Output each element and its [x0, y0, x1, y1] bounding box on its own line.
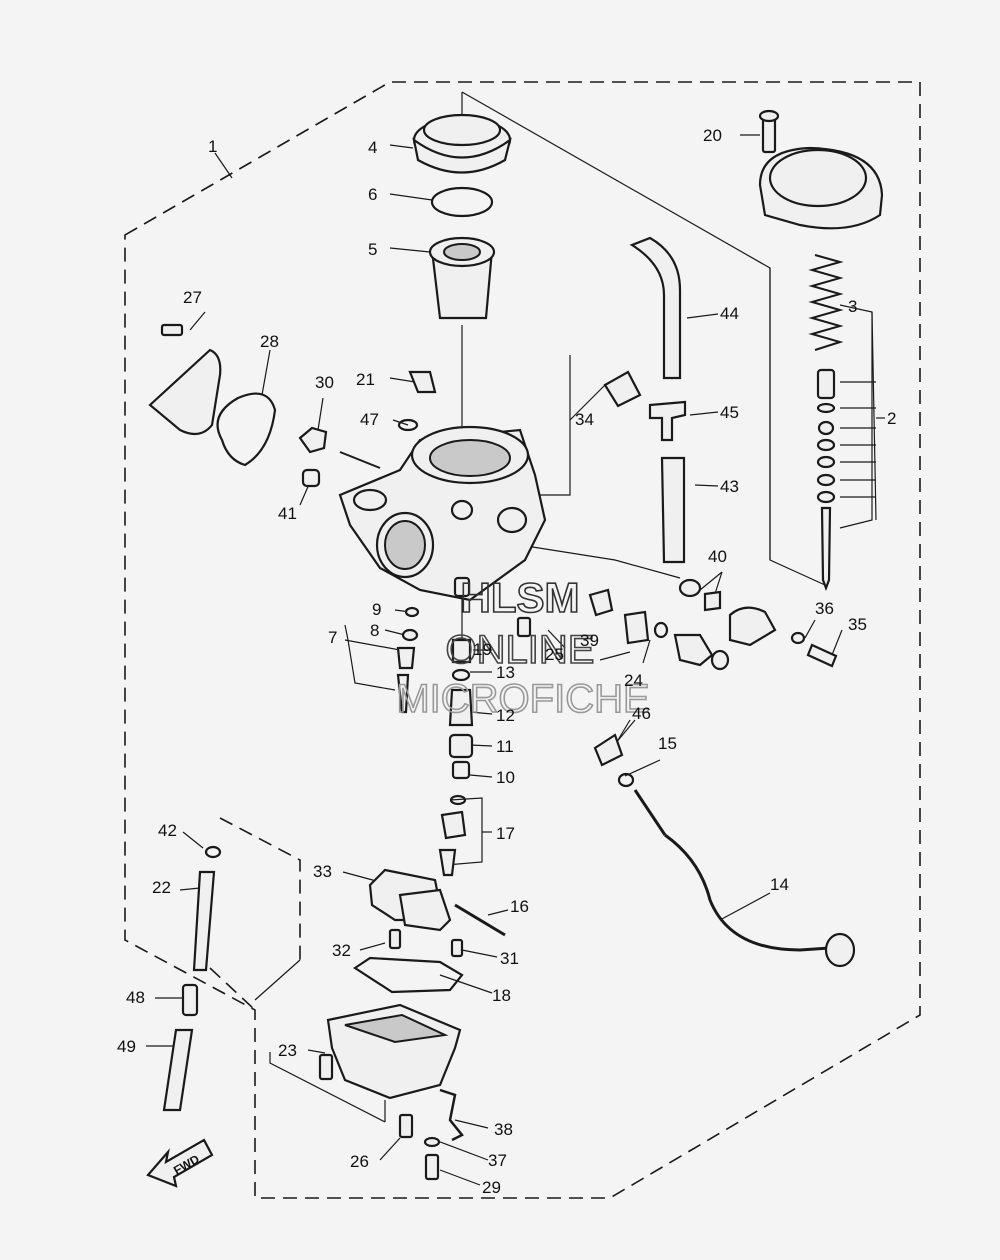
- callout-17: 17: [496, 824, 515, 843]
- callout-39: 39: [580, 631, 599, 650]
- fwd-arrow: FWD: [146, 1138, 214, 1188]
- callout-24: 24: [624, 671, 643, 690]
- callout-47: 47: [360, 410, 379, 429]
- callout-15: 15: [658, 734, 677, 753]
- watermark-line2: ONLINE: [446, 628, 595, 672]
- callout-6: 6: [368, 185, 377, 204]
- callout-35: 35: [848, 615, 867, 634]
- carburetor-body: [338, 425, 547, 602]
- callout-45: 45: [720, 403, 739, 422]
- callout-2: 2: [887, 409, 896, 428]
- callout-29: 29: [482, 1178, 501, 1197]
- callout-26: 26: [350, 1152, 369, 1171]
- callouts: 1 2 3 4 5 6 7 8 9 10 11 12 13 14 15 16 1…: [117, 126, 896, 1197]
- callout-34: 34: [575, 410, 594, 429]
- callout-33: 33: [313, 862, 332, 881]
- callout-48: 48: [126, 988, 145, 1007]
- callout-10: 10: [496, 768, 515, 787]
- watermark: HLSM ONLINE MICROFICHE: [396, 573, 651, 722]
- callout-14: 14: [770, 875, 789, 894]
- callout-3: 3: [848, 297, 857, 316]
- float-bowl: [326, 1003, 462, 1100]
- callout-18: 18: [492, 986, 511, 1005]
- leader-lines: [146, 91, 885, 1186]
- callout-16: 16: [510, 897, 529, 916]
- callout-42: 42: [158, 821, 177, 840]
- callout-21: 21: [356, 370, 375, 389]
- callout-46: 46: [632, 704, 651, 723]
- callout-22: 22: [152, 878, 171, 897]
- callout-37: 37: [488, 1151, 507, 1170]
- callout-25: 25: [545, 645, 564, 664]
- callout-27: 27: [183, 288, 202, 307]
- callout-9: 9: [372, 600, 381, 619]
- part-shapes: [148, 109, 884, 1181]
- callout-28: 28: [260, 332, 279, 351]
- callout-32: 32: [332, 941, 351, 960]
- callout-1: 1: [208, 137, 217, 156]
- callout-8: 8: [370, 621, 379, 640]
- watermark-line1: HLSM: [461, 574, 580, 621]
- callout-5: 5: [368, 240, 377, 259]
- callout-31: 31: [500, 949, 519, 968]
- callout-40: 40: [708, 547, 727, 566]
- callout-20: 20: [703, 126, 722, 145]
- callout-7: 7: [328, 628, 337, 647]
- callout-12: 12: [496, 706, 515, 725]
- callout-13: 13: [496, 663, 515, 682]
- callout-19: 19: [473, 640, 492, 659]
- watermark-line3: MICROFICHE: [396, 677, 649, 721]
- callout-11: 11: [496, 737, 514, 756]
- callout-49: 49: [117, 1037, 136, 1056]
- callout-23: 23: [278, 1041, 297, 1060]
- spring: [808, 254, 844, 351]
- callout-38: 38: [494, 1120, 513, 1139]
- callout-4: 4: [368, 138, 377, 157]
- callout-44: 44: [720, 304, 739, 323]
- callout-30: 30: [315, 373, 334, 392]
- callout-41: 41: [278, 504, 297, 523]
- callout-36: 36: [815, 599, 834, 618]
- callout-43: 43: [720, 477, 739, 496]
